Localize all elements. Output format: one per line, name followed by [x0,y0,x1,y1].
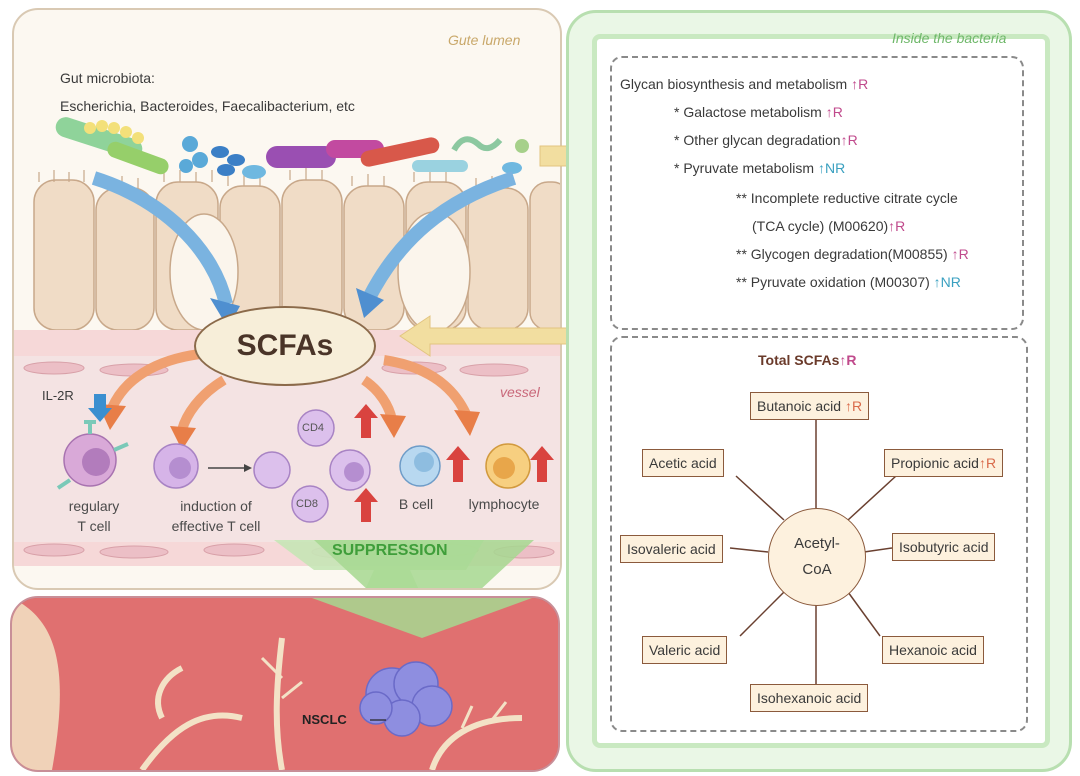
acid-hexanoic: Hexanoic acid [882,636,984,664]
acid-acetic: Acetic acid [642,449,724,477]
scfas-node: SCFAs [194,306,376,386]
pathway-7: ** Pyruvate oxidation (M00307) ↑NR [736,274,961,290]
acid-isovaleric: Isovaleric acid [620,535,723,563]
acid-propionic: Propionic acid↑R [884,449,1004,477]
pathway-5: (TCA cycle) (M00620)↑R [752,218,906,234]
gut-panel: Gute lumen Gut microbiota: Escherichia, … [12,8,562,590]
lymphocyte-label: lymphocyte [468,496,540,512]
acid-valeric: Valeric acid [642,636,728,664]
hub-line1: Acetyl- [794,535,840,552]
suppression-label: SUPPRESSION [332,542,448,559]
vessel-label: vessel [500,384,540,400]
pathway-4: ** Incomplete reductive citrate cycle [736,190,958,206]
acid-isohexanoic: Isohexanoic acid [750,684,869,712]
il2r-label: IL-2R [42,388,74,403]
induction-label: induction of effective T cell [171,498,261,534]
pathway-6: ** Glycogen degradation(M00855) ↑R [736,246,969,262]
acetyl-coa-hub: Acetyl- CoA [768,508,866,606]
cd4-label: CD4 [302,422,325,434]
gut-lumen-label: Gute lumen [448,32,521,48]
pathway-3: * Pyruvate metabolism ↑NR [674,160,846,176]
pathway-2: * Other glycan degradation↑R [674,132,858,148]
acid-isobutyric: Isobutyric acid [892,533,996,561]
total-scfas-title: Total SCFAs↑R [758,352,857,368]
scfas-label: SCFAs [236,329,334,362]
microbiota-list: Escherichia, Bacteroides, Faecalibacteri… [60,98,355,114]
cd8-label: CD8 [296,498,319,510]
acid-butanoic: Butanoic acid ↑R [750,392,870,420]
inside-bacteria-label: Inside the bacteria [892,30,1007,46]
treg-label: regulary T cell [68,498,120,534]
lung-panel: NSCLC [10,596,560,772]
lung-illustration [12,598,558,770]
pathways-box [610,56,1024,330]
nsclc-label: NSCLC [302,712,347,727]
bcell-label: B cell [398,496,434,512]
pathway-0: Glycan biosynthesis and metabolism ↑R [620,76,869,92]
hub-line2: CoA [802,561,832,578]
microbiota-title: Gut microbiota: [60,70,155,86]
pathway-1: * Galactose metabolism ↑R [674,104,843,120]
